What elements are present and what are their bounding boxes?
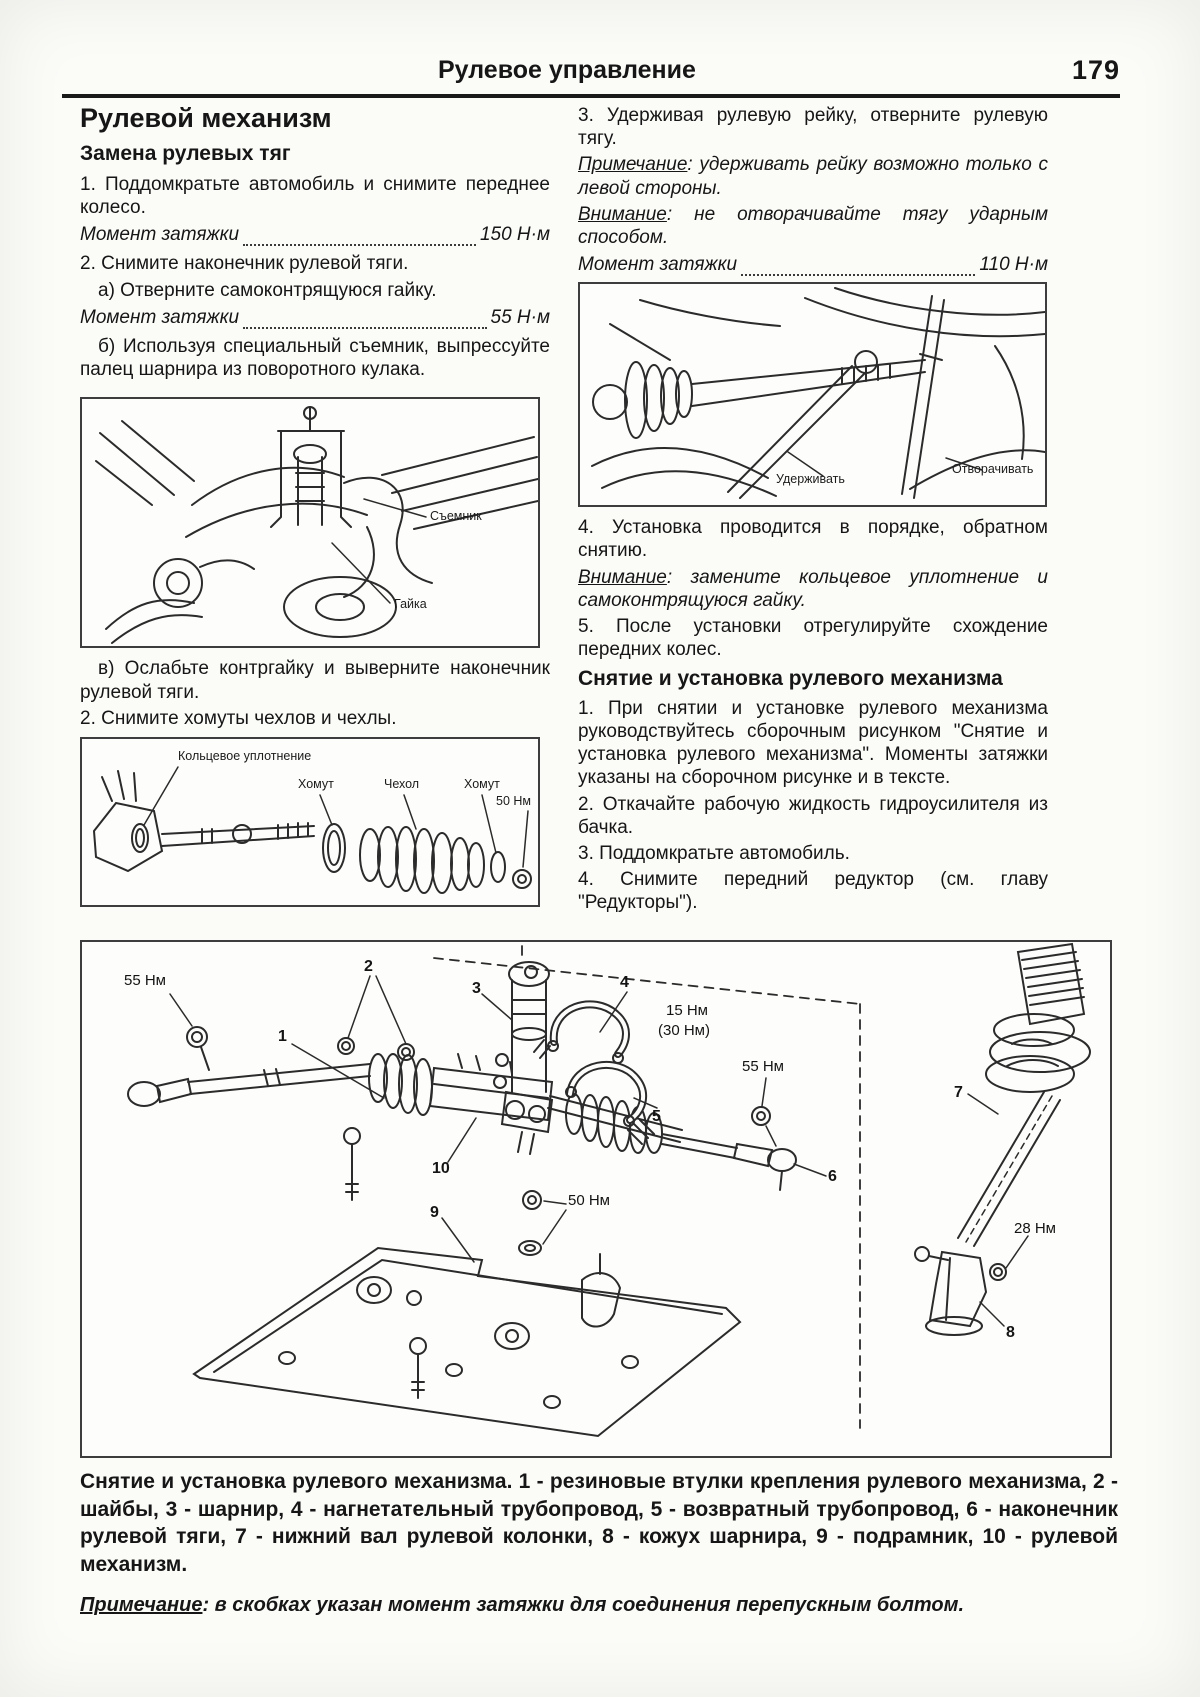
left-column: Рулевой механизм Замена рулевых тяг 1. П… [80,104,550,907]
hold-label: Удерживать [776,472,845,487]
torque-label: Момент затяжки [80,306,240,328]
oring-label: Кольцевое уплотнение [178,748,312,763]
figure-tie-rod-exploded: Кольцевое уплотнение Хомут Чехол Хомут 5… [80,736,540,907]
callout-10: 10 [432,1160,450,1177]
removal-step-2: 2. Откачайте рабочую жидкость гидроусили… [578,793,1048,838]
puller-label: Съемник [430,509,482,524]
step-1: 1. Поддомкратьте автомобиль и снимите пе… [80,173,550,219]
section-heading: Рулевой механизм [80,103,332,133]
torque-55-left: 55 Нм [124,972,166,989]
torque-50: 50 Нм [568,1192,610,1209]
unscrew-label: Отворачивать [952,462,1034,477]
callout-9: 9 [430,1204,439,1221]
callout-3: 3 [472,980,481,997]
header-rule [62,94,1120,98]
torque-spec-150: Момент затяжки 150 Н·м [80,223,550,247]
torque-value: 55 Н·м [490,306,551,328]
step-5: 5. После установки отрегулируйте схожден… [578,615,1048,661]
step-3: 3. Удерживая рулевую рейку, отверните ру… [578,105,1048,150]
hold-unscrew-drawing [591,287,1045,500]
torque-value: 150 Н·м [479,224,550,246]
callout-4: 4 [620,974,629,991]
removal-step-1: 1. При снятии и установке рулевого механ… [578,697,1048,789]
callout-7: 7 [954,1084,963,1101]
warning-text: : замените кольцевое уплотнение и самоко… [578,566,1048,611]
torque-50-label: 50 Нм [496,793,531,808]
dot-leader [243,312,487,329]
callout-2: 2 [364,958,373,975]
right-column: 3. Удерживая рулевую рейку, отверните ру… [578,104,1048,917]
torque-15: 15 Нм [666,1002,708,1019]
torque-spec-55: Момент затяжки 55 Н·м [80,306,550,329]
torque-28: 28 Нм [1014,1220,1056,1237]
nut-label: Гайка [394,597,427,612]
step-2: 2. Снимите наконечник рулевой тяги. [80,253,409,275]
warning-label: Внимание [578,566,667,588]
warning-text: : не отворачивайте тягу ударным способом… [578,203,1048,248]
torque-label: Момент затяжки [80,224,240,246]
torque-spec-110: Момент затяжки 110 Н·м [578,253,1048,277]
dot-leader [741,259,976,277]
boot-label: Чехол [384,776,420,791]
subsection-heading-2: Снятие и установка рулевого механизма [578,667,1003,691]
torque-label: Момент затяжки [578,254,738,276]
figure-steering-gear-assembly: 55 Нм 2 1 3 4 15 Нм (30 Нм) 5 55 Нм 6 7 … [80,940,1112,1458]
removal-step-4: 4. Снимите передний редуктор (см. главу … [578,869,1048,914]
figure-hold-unscrew: Удерживать Отворачивать [578,282,1047,508]
warning-label: Внимание [578,203,667,225]
callout-5: 5 [652,1108,661,1125]
page-number: 179 [1072,55,1121,85]
clamp1-label: Хомут [298,776,334,791]
bottom-note: Примечание: в скобках указан момент затя… [80,1594,1090,1617]
step-2a: а) Отверните самоконтрящуюся гайку. [98,279,437,301]
note-text: : удерживать рейку возможно только с лев… [578,154,1048,199]
note-label: Примечание [80,1594,203,1616]
steering-gear-assembly-drawing [127,942,1091,1438]
step-2c: в) Ослабьте контргайку и выверните након… [80,658,550,703]
note-text: : в скобках указан момент затяжки для со… [202,1594,964,1616]
note-label: Примечание [578,154,688,176]
step-4: 4. Установка проводится в порядке, обрат… [578,517,1048,562]
clamp2-label: Хомут [464,776,500,791]
figure-caption: Снятие и установка рулевого механизма. 1… [80,1470,1118,1576]
subsection-heading: Замена рулевых тяг [80,142,291,166]
dot-leader [243,229,476,247]
page-title: Рулевое управление [438,56,696,84]
step-remove-clamps: 2. Снимите хомуты чехлов и чехлы. [80,707,397,729]
torque-30: (30 Нм) [658,1022,710,1039]
note-hold-left-side: Примечание: удерживать рейку возможно то… [578,153,1048,199]
ball-joint-puller-drawing [95,406,538,645]
torque-value: 110 Н·м [979,254,1048,276]
step-2b: б) Используя специальный съемник, выпрес… [80,335,550,381]
figure-ball-joint-puller: Съемник Гайка [80,397,540,649]
warning-no-impact: Внимание: не отворачивайте тягу ударным … [578,203,1048,249]
callout-6: 6 [828,1168,837,1185]
torque-55-mid: 55 Нм [742,1058,784,1075]
callout-8: 8 [1006,1324,1015,1341]
tie-rod-exploded-drawing [92,766,532,894]
removal-step-3: 3. Поддомкратьте автомобиль. [578,842,850,864]
warning-replace-seal: Внимание: замените кольцевое уплотнение … [578,566,1048,612]
callout-1: 1 [278,1028,287,1045]
